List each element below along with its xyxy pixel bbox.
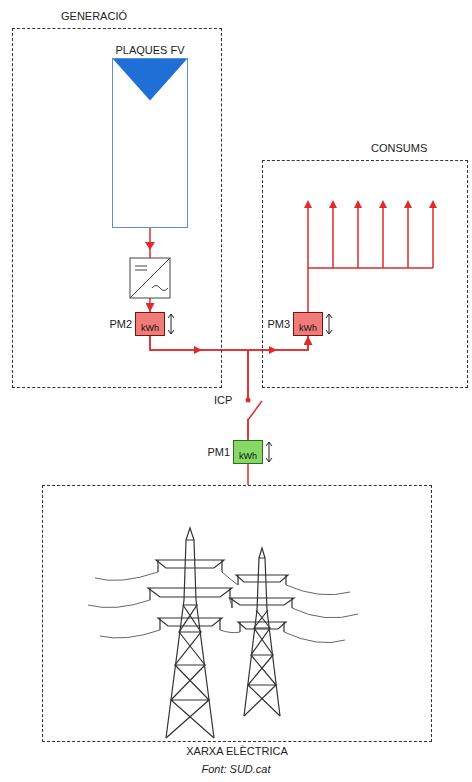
bidirectional-mark [266, 442, 272, 462]
pylon-lattice [244, 610, 280, 716]
pylon-peak [259, 548, 265, 558]
switch-gap [242, 402, 254, 419]
load-wires [308, 207, 433, 312]
bidirectional-mark [326, 314, 332, 334]
load-arrow [429, 200, 437, 208]
power-wire [150, 336, 308, 350]
switch-contact [246, 398, 251, 403]
pylon-illustration [148, 528, 294, 738]
load-arrow [404, 200, 412, 208]
inverter-box [130, 258, 170, 298]
bidirectional-mark [168, 314, 174, 334]
load-arrow [329, 200, 337, 208]
power-wire [248, 336, 308, 440]
flow-arrow [269, 346, 277, 354]
flow-arrow [194, 346, 202, 354]
panel-triangle [113, 59, 187, 101]
power-line [230, 600, 232, 608]
switch-blade [248, 401, 262, 420]
region-box: XARXA ELÈCTRICA [42, 485, 432, 742]
energy-meter: PM3kWh [293, 312, 323, 336]
meter-unit: kWh [141, 323, 159, 333]
dc-sign [135, 266, 147, 270]
solar-panel: PLAQUES FV [112, 58, 188, 228]
power-line [95, 572, 158, 580]
pylon-lattice [166, 605, 214, 738]
energy-meter: PM2kWh [135, 312, 165, 336]
energy-meter: PM1kWh [233, 440, 263, 464]
power-wire [247, 464, 249, 485]
power-line [220, 630, 240, 633]
switch-label: ICP [214, 394, 232, 406]
pylon-arms [230, 575, 294, 629]
panel-graphic [113, 59, 187, 227]
insulators [232, 575, 292, 632]
inverter-symbol [130, 258, 170, 298]
load-arrow [354, 200, 362, 208]
insulators [150, 560, 230, 630]
pylon-peak [186, 528, 194, 540]
power-line [100, 630, 160, 638]
region-heading: CONSUMS [371, 142, 427, 154]
power-line [88, 600, 150, 608]
meter-unit: kWh [299, 323, 317, 333]
region-box: GENERACIÓPLAQUES FVPM2kWh [12, 28, 222, 388]
power-wire [150, 336, 248, 440]
flow-arrow [145, 242, 155, 250]
load-arrow [304, 200, 312, 208]
source-caption: Font: SUD.cat [0, 763, 472, 775]
power-line [292, 608, 358, 618]
meter-label: PM2 [109, 318, 132, 330]
load-arrow [379, 200, 387, 208]
pylon-legs [166, 540, 214, 738]
ac-sign [152, 286, 168, 291]
power-line [222, 572, 238, 585]
power-lines [88, 572, 358, 643]
inverter-diagonal [130, 258, 170, 298]
meter-label: PM3 [267, 318, 290, 330]
meter-unit: kWh [239, 451, 257, 461]
pylon-arms [148, 560, 232, 626]
power-line [286, 585, 350, 595]
meter-label: PM1 [207, 446, 230, 458]
panel-label: PLAQUES FV [113, 44, 187, 56]
region-heading: GENERACIÓ [61, 10, 127, 22]
power-line [284, 632, 345, 643]
region-box: CONSUMSPM3kWh [262, 160, 468, 388]
region-heading: XARXA ELÈCTRICA [43, 745, 431, 757]
